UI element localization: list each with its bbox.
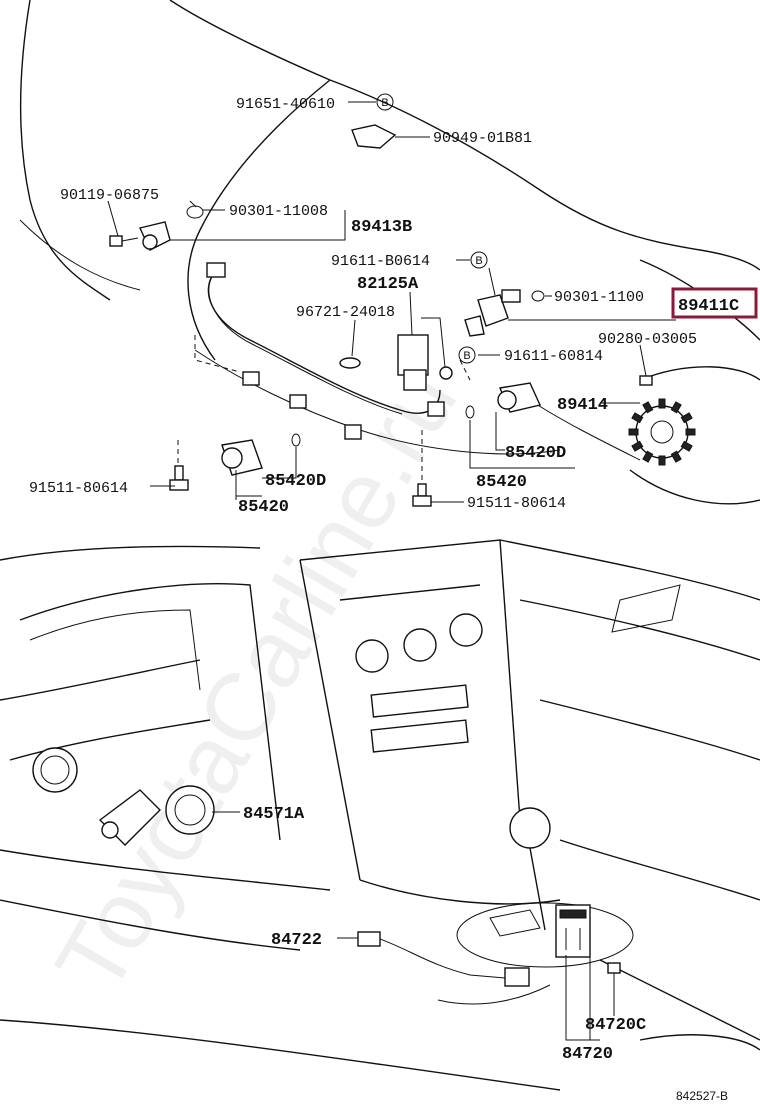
plug-90280 bbox=[639, 375, 653, 386]
label-91511-80614-left[interactable]: 91511-80614 bbox=[29, 480, 128, 497]
label-90301-1100[interactable]: 90301-1100 bbox=[554, 289, 644, 306]
label-90280-03005[interactable]: 90280-03005 bbox=[598, 331, 697, 348]
label-89411C-highlight[interactable]: 89411C bbox=[671, 287, 758, 319]
figure-code: 842527-B bbox=[676, 1089, 728, 1103]
sensor-89413B bbox=[139, 221, 171, 251]
sensor-85420-left bbox=[221, 439, 263, 476]
console-outline bbox=[0, 539, 760, 1091]
label-90301-11008[interactable]: 90301-11008 bbox=[229, 203, 328, 220]
label-84571A[interactable]: 84571A bbox=[243, 805, 305, 824]
label-84720[interactable]: 84720 bbox=[562, 1045, 613, 1064]
label-91511-80614-right[interactable]: 91511-80614 bbox=[467, 495, 566, 512]
ref-line-harness bbox=[194, 335, 241, 373]
label-85420-left[interactable]: 85420 bbox=[238, 498, 289, 517]
sensor-89411C bbox=[464, 289, 521, 337]
label-85420-right[interactable]: 85420 bbox=[476, 473, 527, 492]
label-84722[interactable]: 84722 bbox=[271, 931, 322, 950]
label-85420D-left[interactable]: 85420D bbox=[265, 472, 326, 491]
label-84720C[interactable]: 84720C bbox=[585, 1016, 646, 1035]
gear-89414 bbox=[628, 398, 696, 466]
label-82125A[interactable]: 82125A bbox=[357, 275, 419, 294]
bolt-91511-left bbox=[169, 465, 189, 491]
label-91611-60814[interactable]: 91611-60814 bbox=[504, 348, 603, 365]
label-91651-40610[interactable]: 91651-40610 bbox=[236, 96, 335, 113]
center-vents bbox=[355, 613, 483, 753]
bolt-marker-2: B bbox=[470, 251, 488, 269]
o-ring-90301-right bbox=[531, 290, 545, 302]
label-89411C[interactable]: 89411C bbox=[678, 297, 739, 316]
bolt-marker-1-text: B bbox=[381, 97, 388, 109]
bolt-91511-right bbox=[412, 483, 432, 507]
label-85420D-right[interactable]: 85420D bbox=[505, 444, 566, 463]
bolt-marker-1: B bbox=[376, 93, 394, 111]
sensor-85420-right bbox=[497, 382, 541, 413]
label-90119-06875[interactable]: 90119-06875 bbox=[60, 187, 159, 204]
o-ring-90301-left bbox=[186, 205, 204, 219]
leader-lines bbox=[107, 101, 676, 1041]
wire-84722 bbox=[357, 931, 551, 1005]
label-90949-01B81[interactable]: 90949-01B81 bbox=[433, 130, 532, 147]
label-91611-B0614[interactable]: 91611-B0614 bbox=[331, 253, 430, 270]
ref-line-sensor bbox=[459, 359, 471, 381]
bolt-marker-3-text: B bbox=[463, 350, 470, 362]
bolt-marker-2-text: B bbox=[475, 255, 482, 267]
clip-82125A bbox=[439, 366, 453, 380]
clamp-90949 bbox=[351, 124, 397, 149]
o-ring-85420D-left bbox=[291, 433, 301, 447]
label-96721-24018[interactable]: 96721-24018 bbox=[296, 304, 395, 321]
switch-84571A bbox=[98, 785, 215, 846]
gauge-left bbox=[32, 747, 78, 793]
bolt-90119 bbox=[109, 235, 139, 247]
bolt-marker-3: B bbox=[458, 346, 476, 364]
label-89414[interactable]: 89414 bbox=[557, 396, 608, 415]
watermark: ToyotaCarline.ru bbox=[36, 352, 478, 1011]
label-89413B[interactable]: 89413B bbox=[351, 218, 412, 237]
grommet-96721 bbox=[339, 357, 361, 369]
clip-84720C bbox=[607, 962, 621, 985]
switch-84720 bbox=[555, 904, 591, 958]
shift-lever bbox=[456, 807, 634, 968]
o-ring-85420D-right bbox=[465, 405, 475, 419]
wire-harness-82125A bbox=[206, 262, 445, 440]
